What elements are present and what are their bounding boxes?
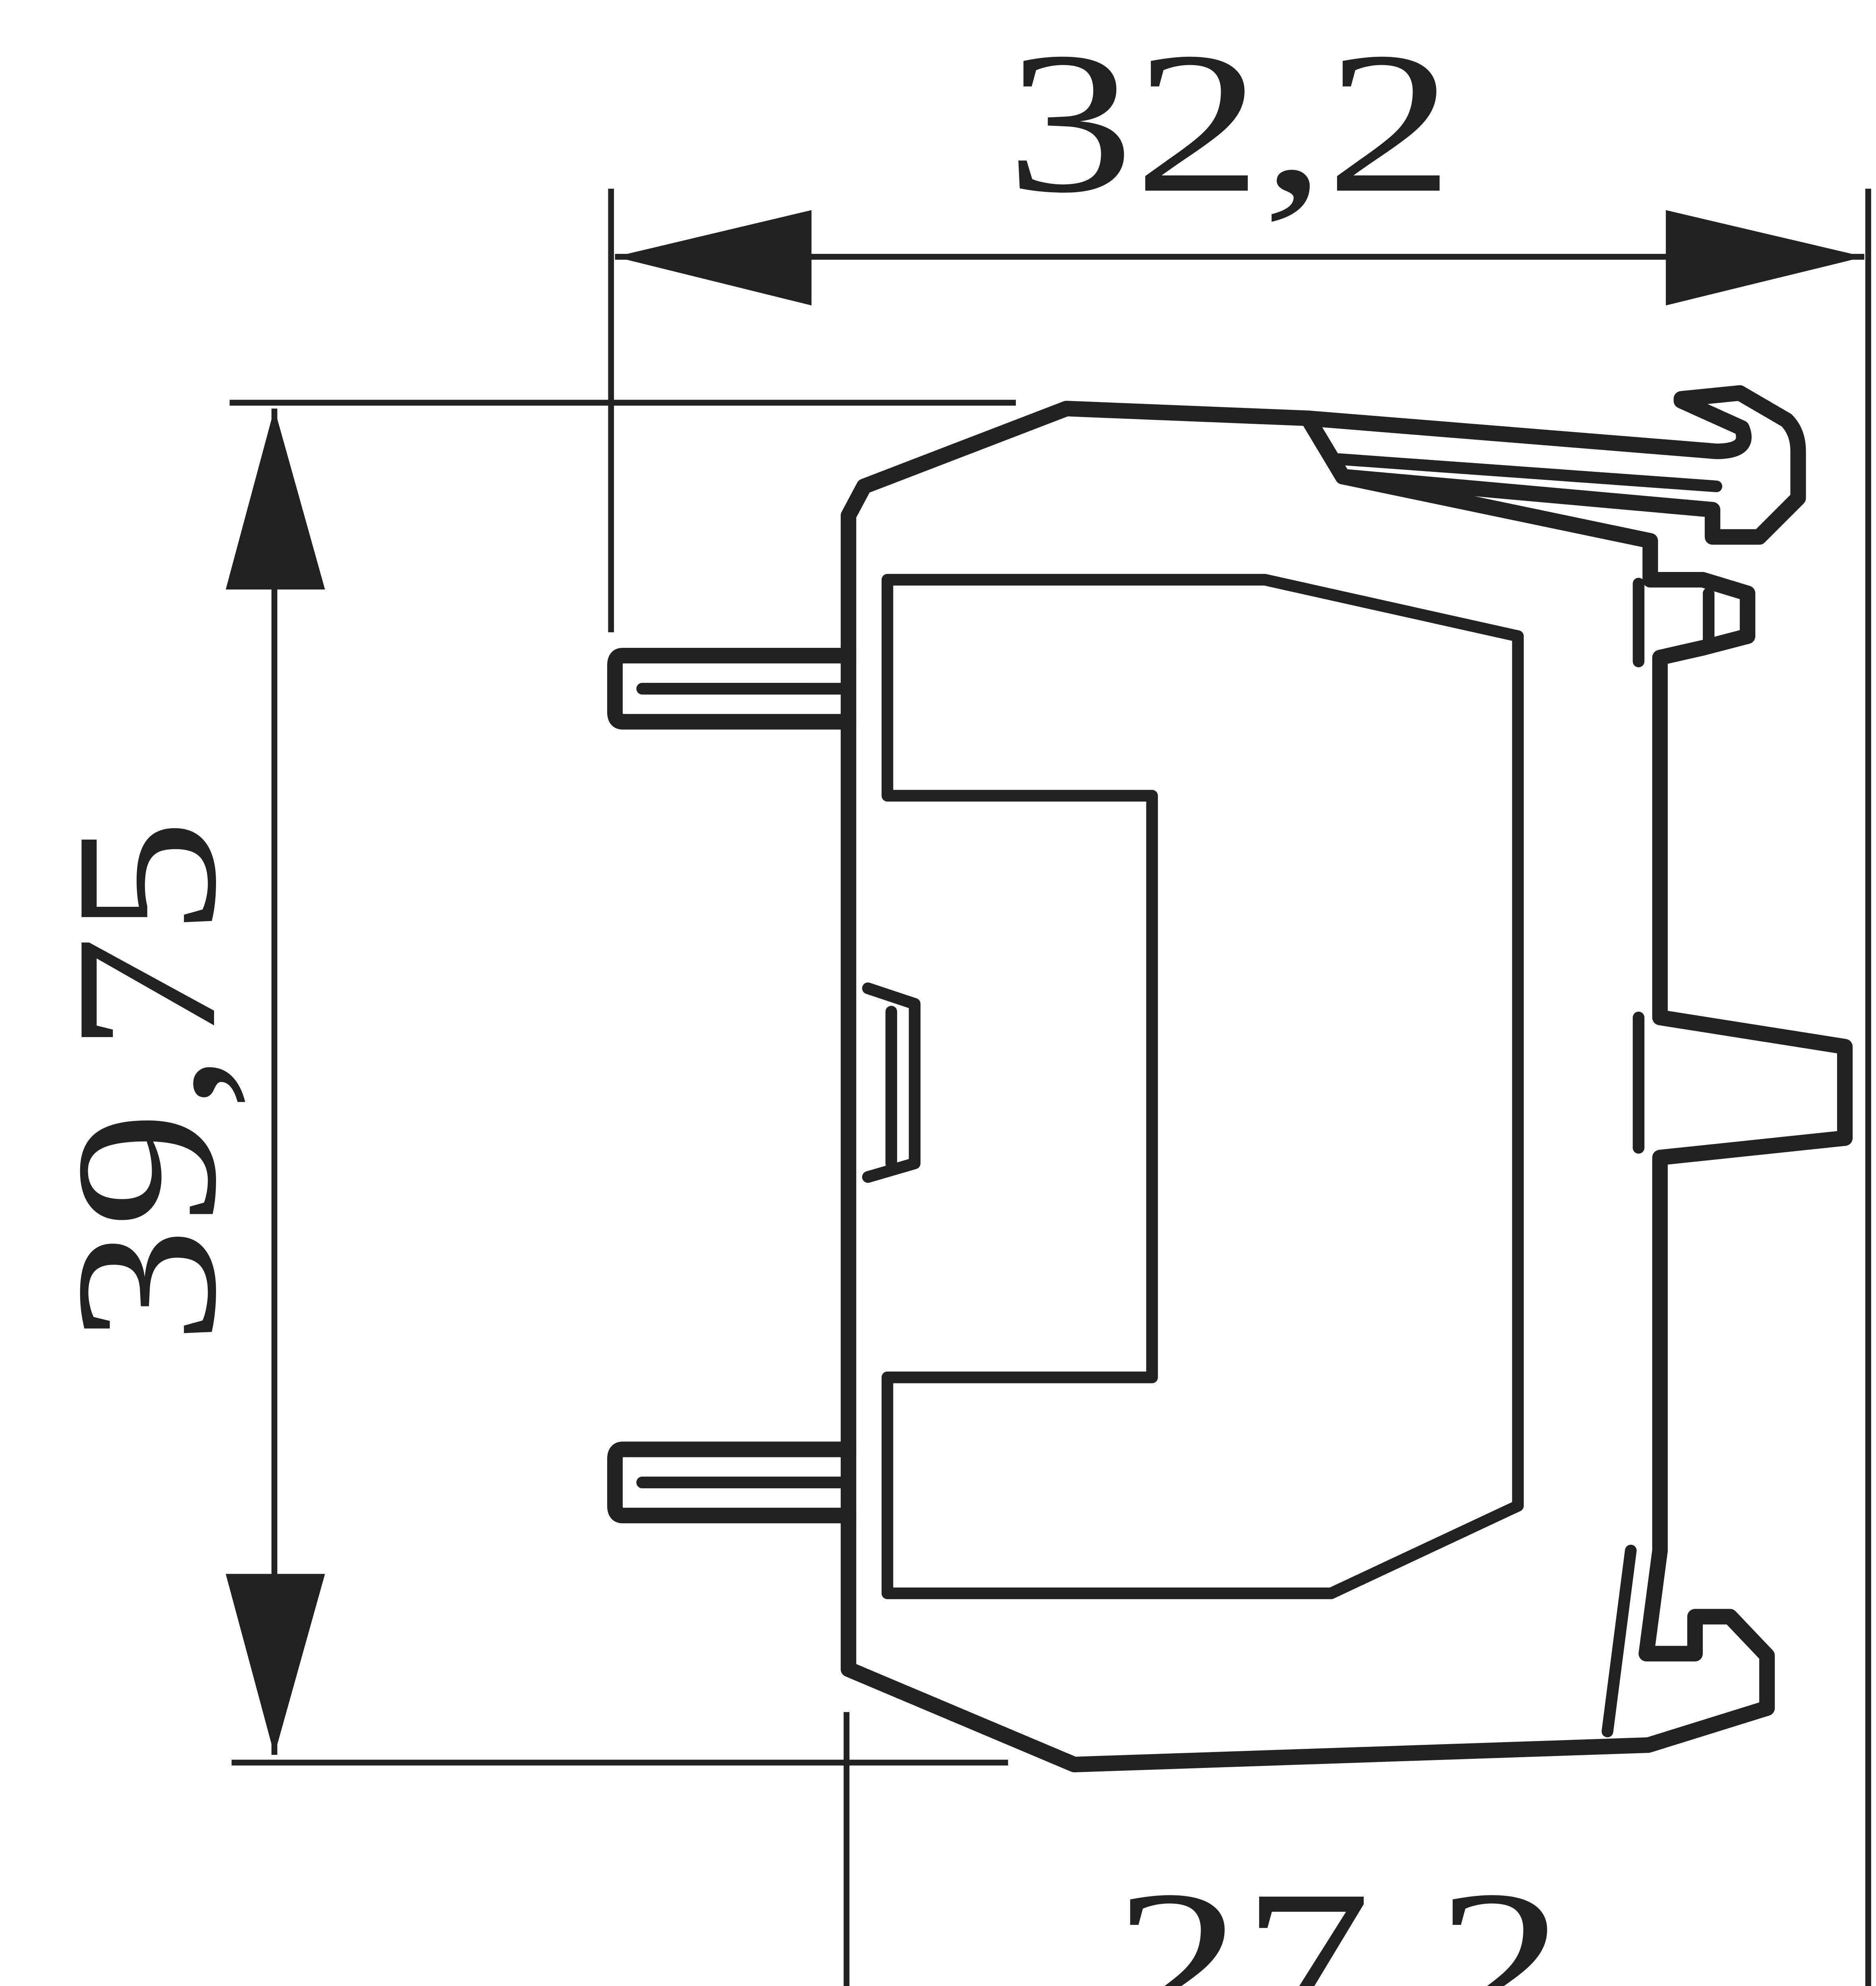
arrowhead-left-icon — [615, 210, 812, 305]
top-clip — [1300, 385, 1806, 545]
terminal-tab-lower — [607, 1441, 857, 1524]
top-clip-inner — [1333, 453, 1722, 493]
arrowhead-right-icon — [1666, 210, 1864, 305]
body-outline — [840, 400, 1853, 1773]
dimension-label-height: 39,75 — [34, 819, 258, 1344]
dimension-overall-width: 32,2 — [608, 11, 1871, 1986]
dimension-body-width: 27,2 — [843, 1712, 1565, 1986]
contact-block-body — [607, 385, 1853, 1773]
dimension-label-body-width: 27,2 — [1113, 1849, 1565, 1986]
dimension-height: 39,75 — [34, 400, 1016, 1766]
arrowhead-top-icon — [226, 408, 325, 590]
terminal-tab-upper — [607, 648, 857, 730]
side-latch — [862, 982, 921, 1183]
inner-window — [881, 574, 1524, 1600]
arrowhead-bottom-icon — [226, 1574, 325, 1755]
top-view: 32,2 39,75 27,2 — [34, 11, 1871, 1986]
bottom-clip-line — [1602, 1544, 1637, 1737]
dimension-label-overall-width: 32,2 — [1006, 11, 1454, 235]
